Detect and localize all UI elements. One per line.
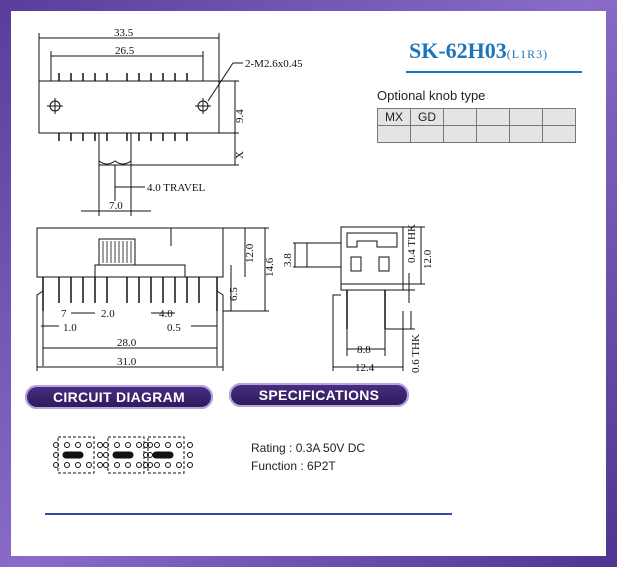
drawing-panel: SK-62H03(L1R3) Optional knob type MX GD …: [11, 11, 606, 556]
dim-tick-7: 7: [61, 308, 67, 320]
spec-rating: Rating : 0.3A 50V DC: [251, 441, 366, 455]
dim-thk-0-6: 0.6 THK: [410, 334, 422, 373]
dim-1-0: 1.0: [63, 322, 77, 334]
dim-12-0-side: 12.0: [422, 249, 434, 269]
circuit-pole-2: [103, 436, 153, 474]
dim-0-5: 0.5: [167, 322, 181, 334]
dim-26-5: 26.5: [115, 45, 135, 57]
technical-drawing: 33.5 26.5 2-M2.6x0.45: [36, 27, 434, 474]
circuit-pole-1: [53, 436, 103, 474]
circuit-pole-3: [143, 436, 193, 474]
dim-thk-0-4: 0.4 THK: [406, 224, 418, 263]
model-variant: (L1R3): [506, 47, 549, 61]
top-view: 33.5 26.5 2-M2.6x0.45: [38, 27, 303, 216]
dim-7-0: 7.0: [109, 200, 123, 212]
dim-9-4: 9.4: [234, 109, 246, 123]
dim-31-0: 31.0: [117, 356, 137, 368]
front-view: 12.0 14.6 6.5 7 2.0 4.0 1.0 0.5 28.0 31.…: [36, 227, 276, 371]
model-title: SK-62H03(L1R3): [409, 38, 548, 64]
circuit-diagram-heading: CIRCUIT DIAGRAM: [25, 385, 213, 409]
side-view: 3.8 0.4 THK 12.0 8.8 12.4 0.6 THK: [282, 224, 434, 374]
dim-12-0: 12.0: [244, 243, 256, 263]
knob-type-label: Optional knob type: [377, 88, 486, 103]
specifications-heading: SPECIFICATIONS: [229, 383, 409, 407]
dim-8-8: 8.8: [357, 344, 371, 356]
title-underline: [406, 71, 582, 73]
knob-cell: [542, 125, 576, 143]
dim-4-0: 4.0: [159, 308, 173, 320]
dim-x: X: [234, 151, 246, 159]
footer-divider: [45, 513, 452, 515]
dim-33-5: 33.5: [114, 27, 134, 39]
circuit-diagram: [53, 436, 193, 474]
dim-travel: 4.0 TRAVEL: [147, 182, 206, 194]
dim-28-0: 28.0: [117, 337, 137, 349]
knob-type-table: MX GD: [377, 108, 576, 143]
specifications-text: Rating : 0.3A 50V DC Function : 6P2T: [251, 439, 365, 475]
model-number: SK-62H03: [409, 38, 507, 63]
dim-2-0: 2.0: [101, 308, 115, 320]
dim-6-5: 6.5: [228, 287, 240, 301]
dim-14-6: 14.6: [264, 257, 276, 277]
spec-function: Function : 6P2T: [251, 459, 336, 473]
dim-12-4: 12.4: [355, 362, 375, 374]
dim-hole-thread: 2-M2.6x0.45: [245, 58, 303, 70]
dim-3-8: 3.8: [282, 253, 294, 267]
